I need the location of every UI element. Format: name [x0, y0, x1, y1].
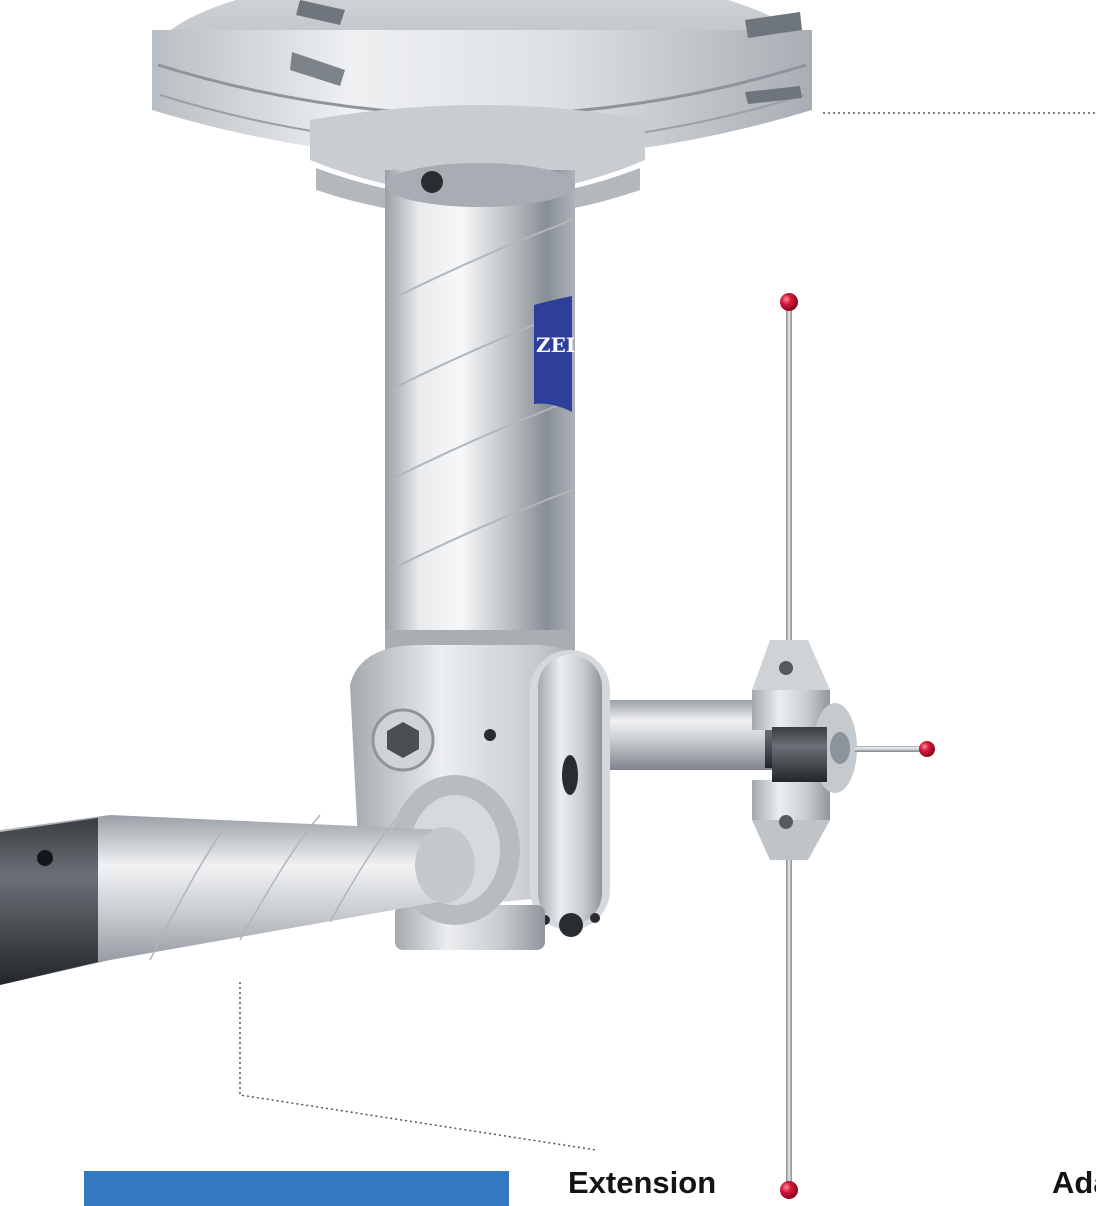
- stylus-connector: [752, 640, 935, 860]
- label-accent-bar: [84, 1171, 509, 1206]
- adapter-label: Ada: [1052, 1165, 1096, 1200]
- svg-text:ZEI: ZEI: [536, 333, 575, 357]
- stylus-vertical: [780, 293, 798, 1199]
- vertical-column: [385, 163, 575, 660]
- zeiss-logo: ZEI: [534, 296, 575, 412]
- extension-arm: [0, 814, 475, 985]
- extension-label: Extension: [568, 1165, 717, 1200]
- leader-lines: [239, 112, 1096, 1151]
